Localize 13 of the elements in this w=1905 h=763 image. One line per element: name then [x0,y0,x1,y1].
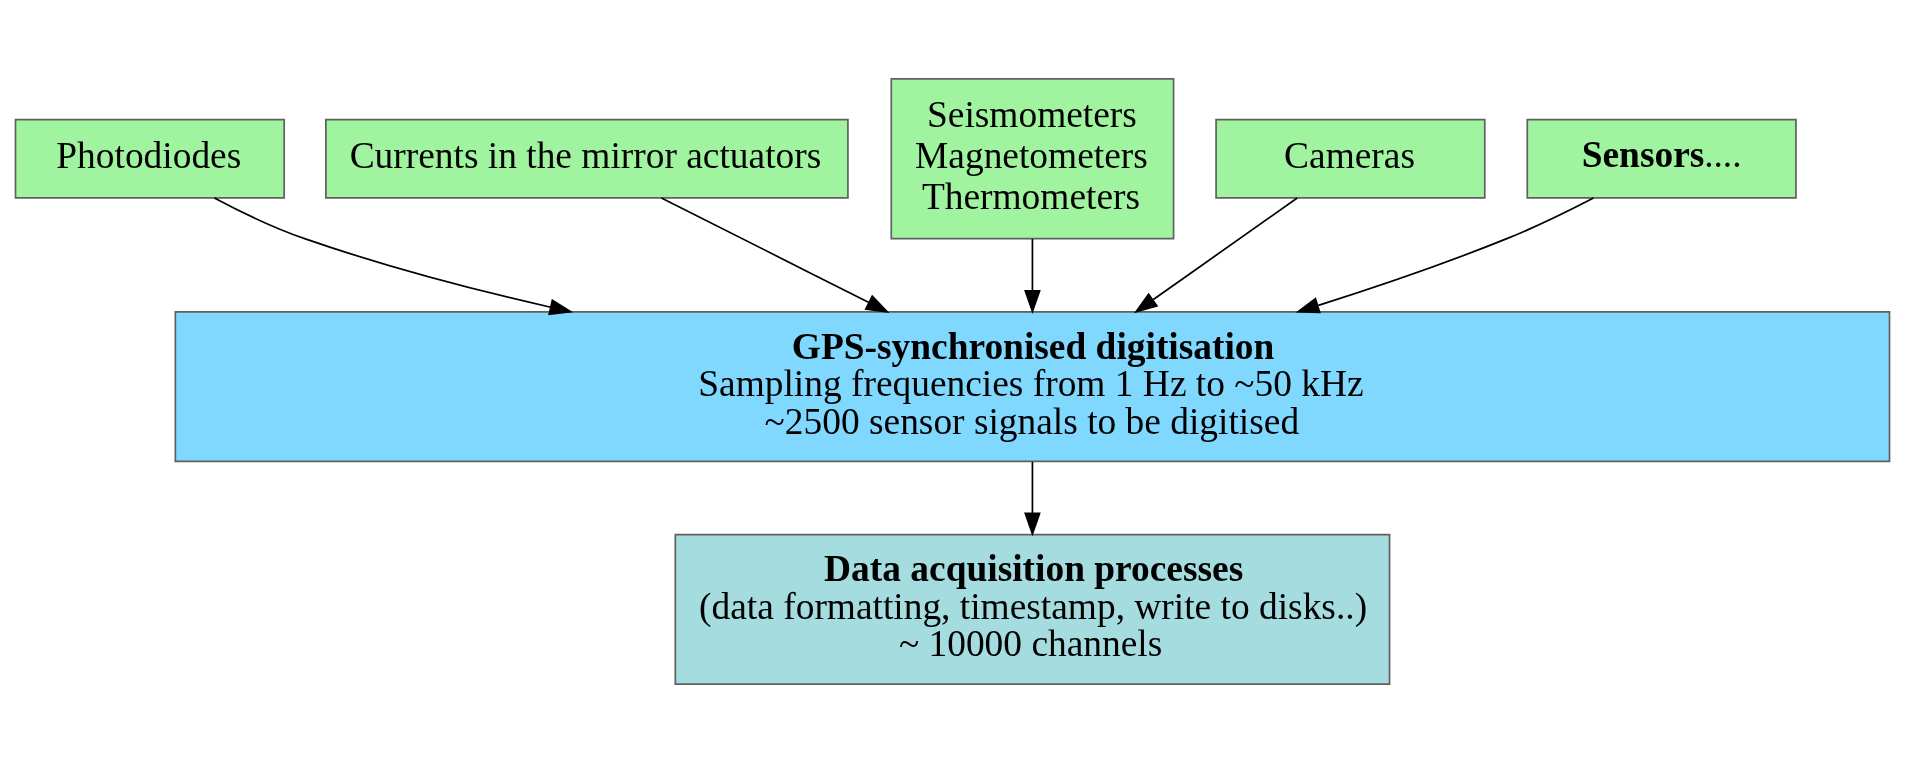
node-box: Seismometers Magnetometers Thermometers [890,77,1175,240]
arrow [1133,197,1299,314]
arrow [213,197,574,316]
node-box: Sensors.... [1526,118,1797,199]
node-box: Photodiodes [14,118,286,199]
node-box: Cameras [1215,118,1486,199]
arrow [660,197,890,313]
arrow [1024,461,1041,537]
arrow [1295,197,1595,314]
node-box: Data acquisition processes (data formatting, timestamp, write to disks..) ~ 10000 channels [674,533,1391,686]
arrow [1024,238,1041,314]
node-box: Currents in the mirror actuators [325,118,849,199]
node-box: GPS-synchronised digitisation Sampling frequencies from 1 Hz to ~50 kHz ~2500 sensor signals to be digitised [174,310,1891,463]
